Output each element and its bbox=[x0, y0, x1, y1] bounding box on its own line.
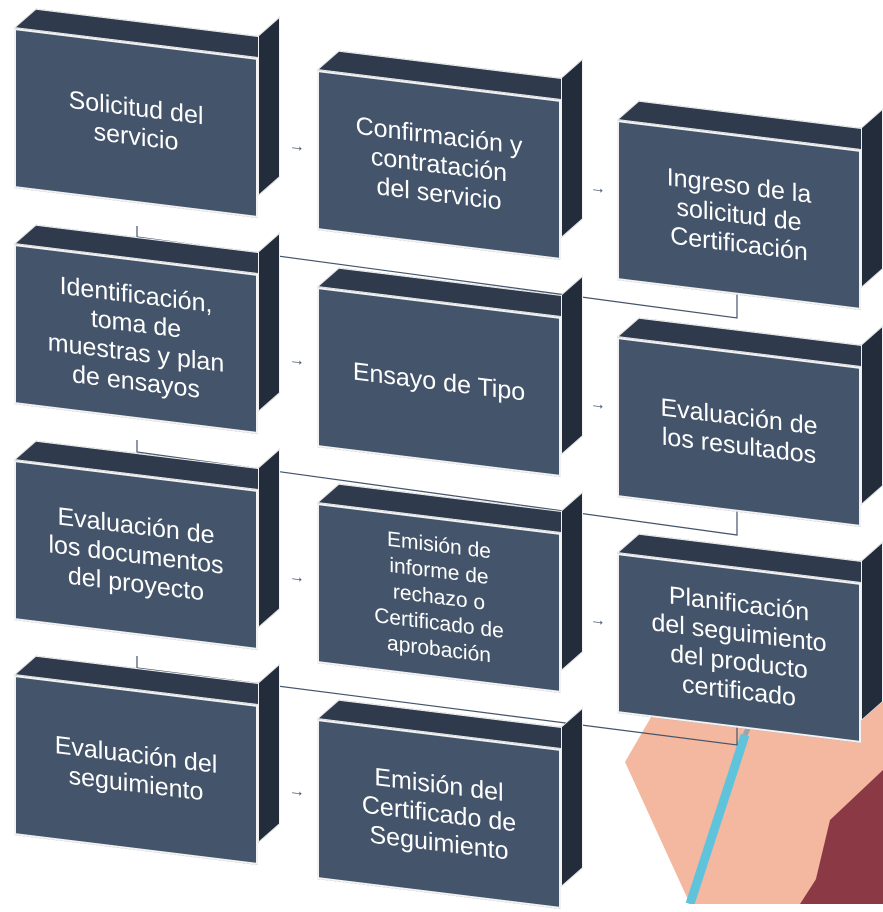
decor-cyan-line bbox=[685, 733, 750, 904]
box-side-face bbox=[561, 58, 583, 238]
box-side-face bbox=[861, 325, 883, 505]
box-front-face: Ensayo de Tipo bbox=[317, 287, 561, 477]
step-box-solicitud: Solicitud del servicio bbox=[14, 8, 280, 218]
step-box-ingreso: Ingreso de la solicitud de Certificación bbox=[617, 100, 883, 310]
step-box-evaluacion-documentos: Evaluación de los documentos del proyect… bbox=[14, 440, 280, 650]
box-side-face bbox=[561, 707, 583, 887]
step-box-emision-certificado-seguimiento: Emisión del Certificado de Seguimiento bbox=[317, 699, 583, 909]
arrow-s5-s6: → bbox=[589, 395, 608, 414]
box-front-face: Identificación, toma de muestras y plan … bbox=[14, 244, 258, 434]
step-label: Solicitud del servicio bbox=[68, 85, 204, 157]
box-side-face bbox=[561, 275, 583, 455]
step-label: Emisión de informe de rechazo o Certific… bbox=[374, 527, 504, 668]
step-label: Planificación del seguimiento del produc… bbox=[651, 581, 827, 712]
box-front-face: Evaluación del seguimiento bbox=[14, 675, 258, 865]
box-side-face bbox=[258, 663, 280, 843]
step-box-evaluacion-resultados: Evaluación de los resultados bbox=[617, 317, 883, 527]
box-front-face: Confirmación y contratación del servicio bbox=[317, 70, 561, 260]
arrow-s7-s8: → bbox=[288, 568, 307, 587]
arrow-s1-s2: → bbox=[288, 137, 307, 156]
step-box-confirmacion: Confirmación y contratación del servicio bbox=[317, 50, 583, 260]
step-box-planificacion: Planificación del seguimiento del produc… bbox=[617, 533, 883, 743]
step-label: Confirmación y contratación del servicio bbox=[355, 111, 523, 216]
step-label: Identificación, toma de muestras y plan … bbox=[47, 271, 225, 404]
box-front-face: Emisión del Certificado de Seguimiento bbox=[317, 719, 561, 909]
step-label: Ensayo de Tipo bbox=[352, 356, 526, 407]
step-label: Evaluación de los resultados bbox=[660, 393, 818, 470]
box-front-face: Planificación del seguimiento del produc… bbox=[617, 553, 861, 743]
arrow-s4-s5: → bbox=[288, 351, 307, 370]
box-front-face: Solicitud del servicio bbox=[14, 28, 258, 218]
box-side-face bbox=[258, 232, 280, 412]
box-side-face bbox=[861, 541, 883, 721]
step-box-emision-informe: Emisión de informe de rechazo o Certific… bbox=[317, 483, 583, 693]
step-box-identificacion: Identificación, toma de muestras y plan … bbox=[14, 224, 280, 434]
box-front-face: Ingreso de la solicitud de Certificación bbox=[617, 120, 861, 310]
step-box-ensayo-tipo: Ensayo de Tipo bbox=[317, 267, 583, 477]
step-label: Evaluación del seguimiento bbox=[54, 730, 218, 807]
decor-maroon-shape-2 bbox=[810, 770, 883, 904]
arrow-s2-s3: → bbox=[589, 179, 608, 198]
step-box-evaluacion-seguimiento: Evaluación del seguimiento bbox=[14, 655, 280, 865]
step-label: Ingreso de la solicitud de Certificación bbox=[666, 162, 812, 266]
arrow-s8-s9: → bbox=[589, 611, 608, 630]
step-label: Emisión del Certificado de Seguimiento bbox=[361, 762, 517, 866]
box-side-face bbox=[258, 448, 280, 628]
box-side-face bbox=[861, 108, 883, 288]
box-front-face: Emisión de informe de rechazo o Certific… bbox=[317, 503, 561, 693]
box-side-face bbox=[258, 16, 280, 196]
step-label: Evaluación de los documentos del proyect… bbox=[48, 501, 224, 606]
arrow-s10-s11: → bbox=[288, 782, 307, 801]
box-side-face bbox=[561, 491, 583, 671]
box-front-face: Evaluación de los documentos del proyect… bbox=[14, 460, 258, 650]
box-front-face: Evaluación de los resultados bbox=[617, 337, 861, 527]
